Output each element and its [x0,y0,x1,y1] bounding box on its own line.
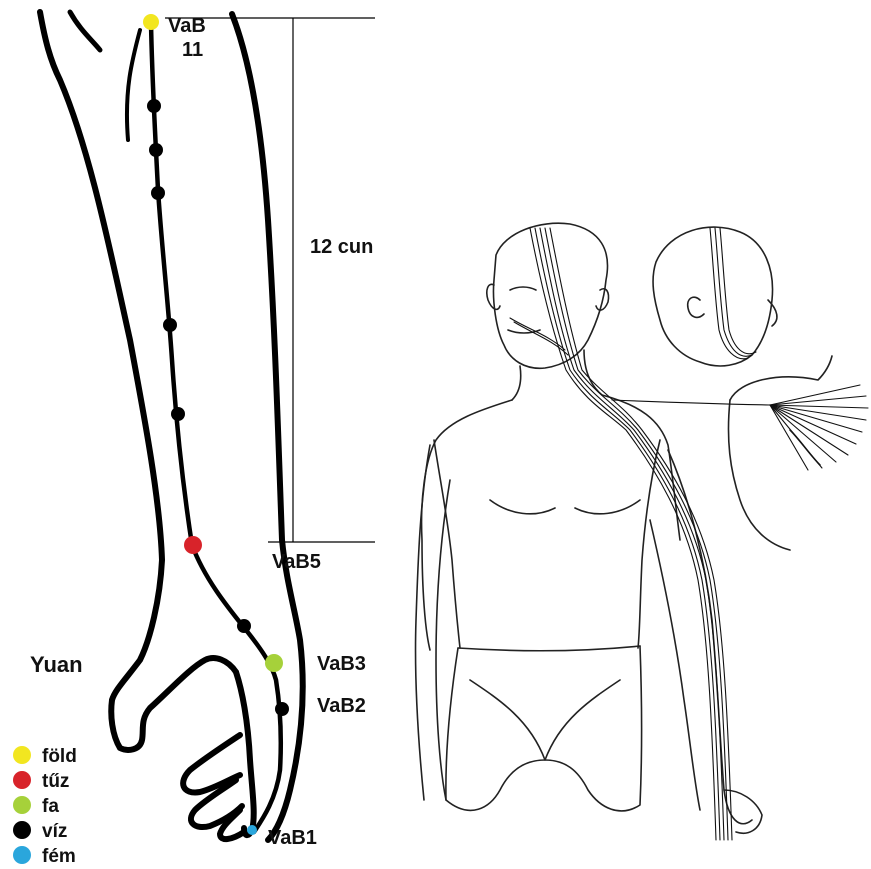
meridian-fiber-bundle [510,228,868,840]
acupoint [151,186,165,200]
yuan-label: Yuan [30,652,83,677]
legend-swatch-viz [13,821,31,839]
measurement-label: 12 cun [310,236,373,258]
vab11-point [143,14,159,30]
legend-swatch-fold [13,746,31,764]
legend-label-fold: föld [42,746,77,767]
legend: föld tűz fa víz fém [13,746,77,867]
vab2-point [275,702,289,716]
vab1-label: VaB1 [268,827,317,849]
vab5-label: VaB5 [272,551,321,573]
vab5-point [184,536,202,554]
vab1-point [247,825,257,835]
acupoint [147,99,161,113]
vab2-label: VaB2 [317,695,366,717]
vab11-number: 11 [182,39,203,61]
vab11-label: VaB [168,15,206,37]
legend-label-viz: víz [42,821,67,842]
acupoint [171,407,185,421]
acupoint [237,619,251,633]
arm-illustration [40,12,303,840]
vab3-label: VaB3 [317,653,366,675]
legend-swatch-tuz [13,771,31,789]
body-figure-illustration [415,223,832,833]
acupoint [149,143,163,157]
legend-swatch-fa [13,796,31,814]
legend-label-tuz: tűz [42,771,69,792]
acupoint [163,318,177,332]
legend-swatch-fem [13,846,31,864]
legend-label-fem: fém [42,846,76,867]
legend-label-fa: fa [42,796,59,817]
vab3-point [265,654,283,672]
